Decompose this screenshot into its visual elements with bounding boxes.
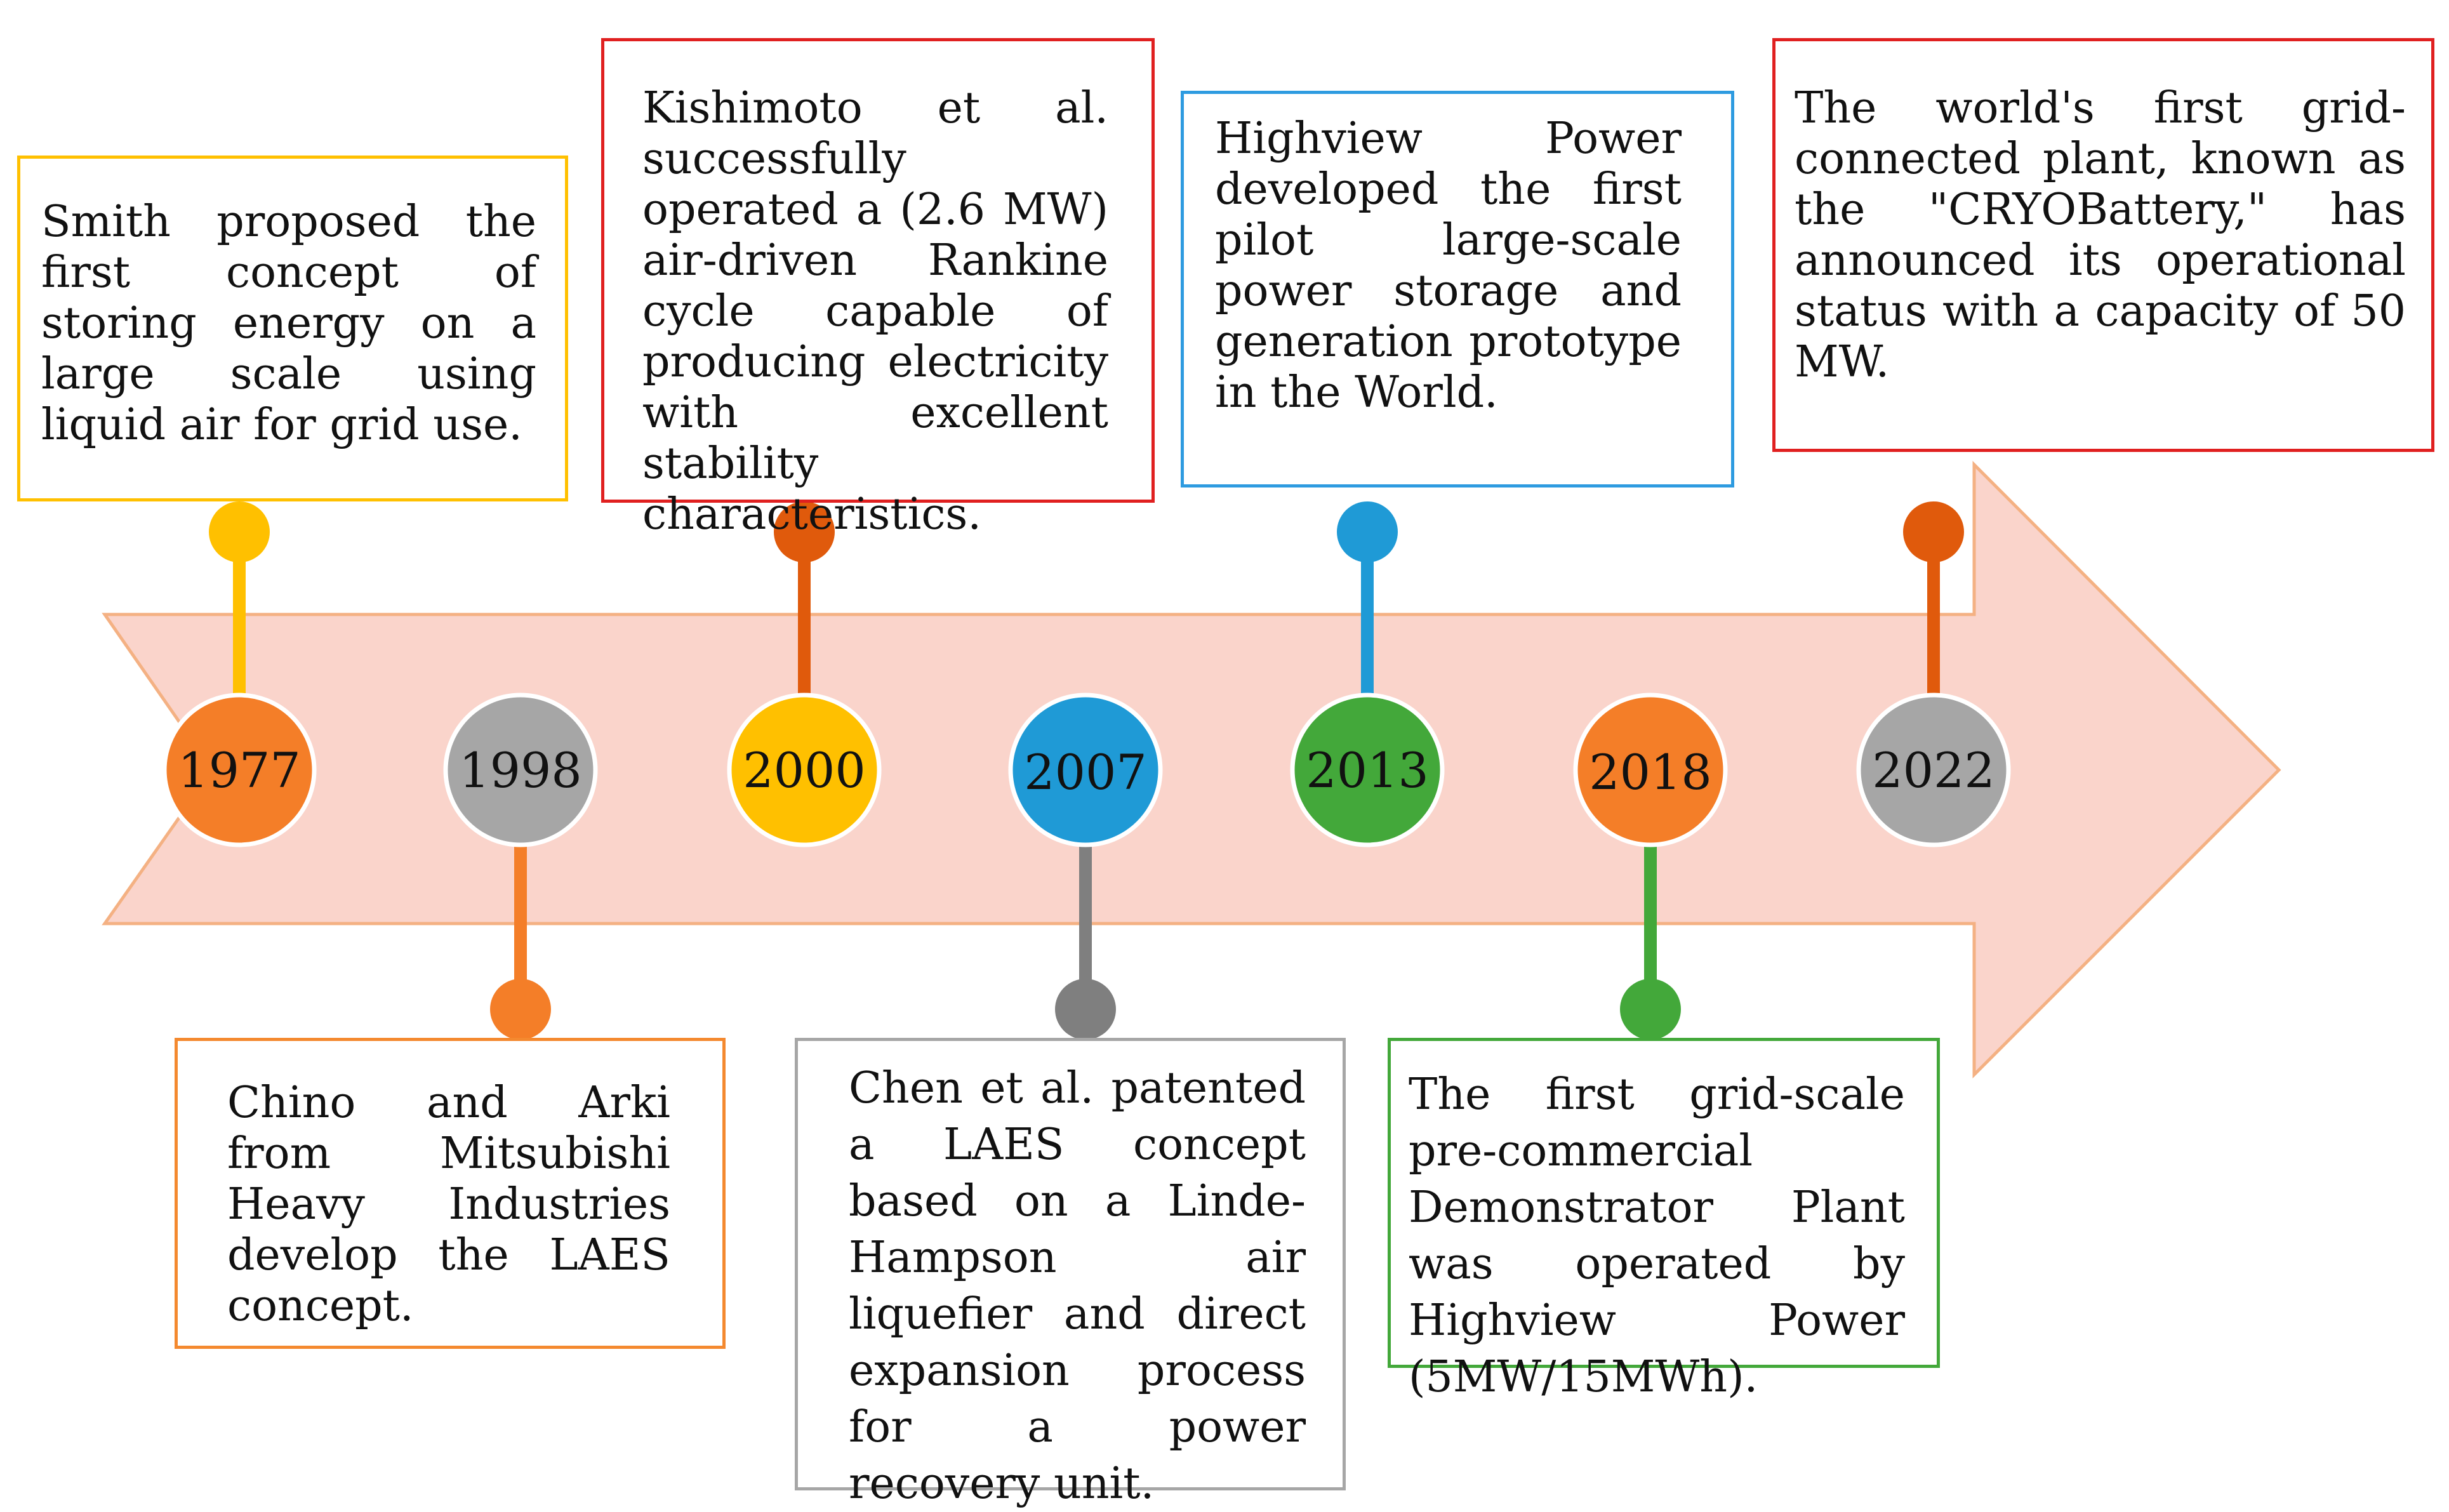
year-label-1998: 1998 xyxy=(459,741,582,799)
connector-dot-2007 xyxy=(1055,979,1116,1040)
event-box-2007: Chen et al. patented a LAES concept base… xyxy=(795,1038,1346,1509)
event-box-2000: Kishimoto et al. successfully operated a… xyxy=(601,38,1155,540)
event-box-1977: Smith proposed the first concept of stor… xyxy=(17,156,568,501)
connector-dot-1998 xyxy=(490,979,551,1040)
year-circle-2007 xyxy=(1008,693,1163,847)
event-box-2022: The world's first grid-connected plant, … xyxy=(1772,38,2434,452)
year-label-2013: 2013 xyxy=(1306,741,1429,799)
connectors-layer xyxy=(209,501,1964,1040)
event-box-2018: The first grid-scale pre-commercial Demo… xyxy=(1388,1038,1940,1402)
year-label-1977: 1977 xyxy=(178,741,301,799)
event-box-2013: Highview Power developed the first pilot… xyxy=(1181,91,1734,487)
connector-dot-2000 xyxy=(774,501,835,562)
connector-dot-2018 xyxy=(1620,979,1681,1040)
year-label-2018: 2018 xyxy=(1589,743,1712,800)
year-label-2000: 2000 xyxy=(743,741,866,799)
year-circle-2022 xyxy=(1856,693,2011,847)
year-circle-1998 xyxy=(443,693,598,847)
year-label-2022: 2022 xyxy=(1872,741,1995,799)
year-label-2007: 2007 xyxy=(1024,743,1147,800)
year-circle-1977 xyxy=(162,693,317,847)
event-box-1998: Chino and Arki from Mitsubishi Heavy Ind… xyxy=(175,1038,726,1349)
connector-dot-2013 xyxy=(1337,501,1398,562)
year-circles-layer xyxy=(162,693,2011,847)
connector-dot-1977 xyxy=(209,501,270,562)
connector-dot-2022 xyxy=(1903,501,1964,562)
year-circle-2000 xyxy=(727,693,882,847)
year-circle-2018 xyxy=(1573,693,1728,847)
year-circle-2013 xyxy=(1290,693,1445,847)
timeline-arrow xyxy=(102,460,2281,1079)
